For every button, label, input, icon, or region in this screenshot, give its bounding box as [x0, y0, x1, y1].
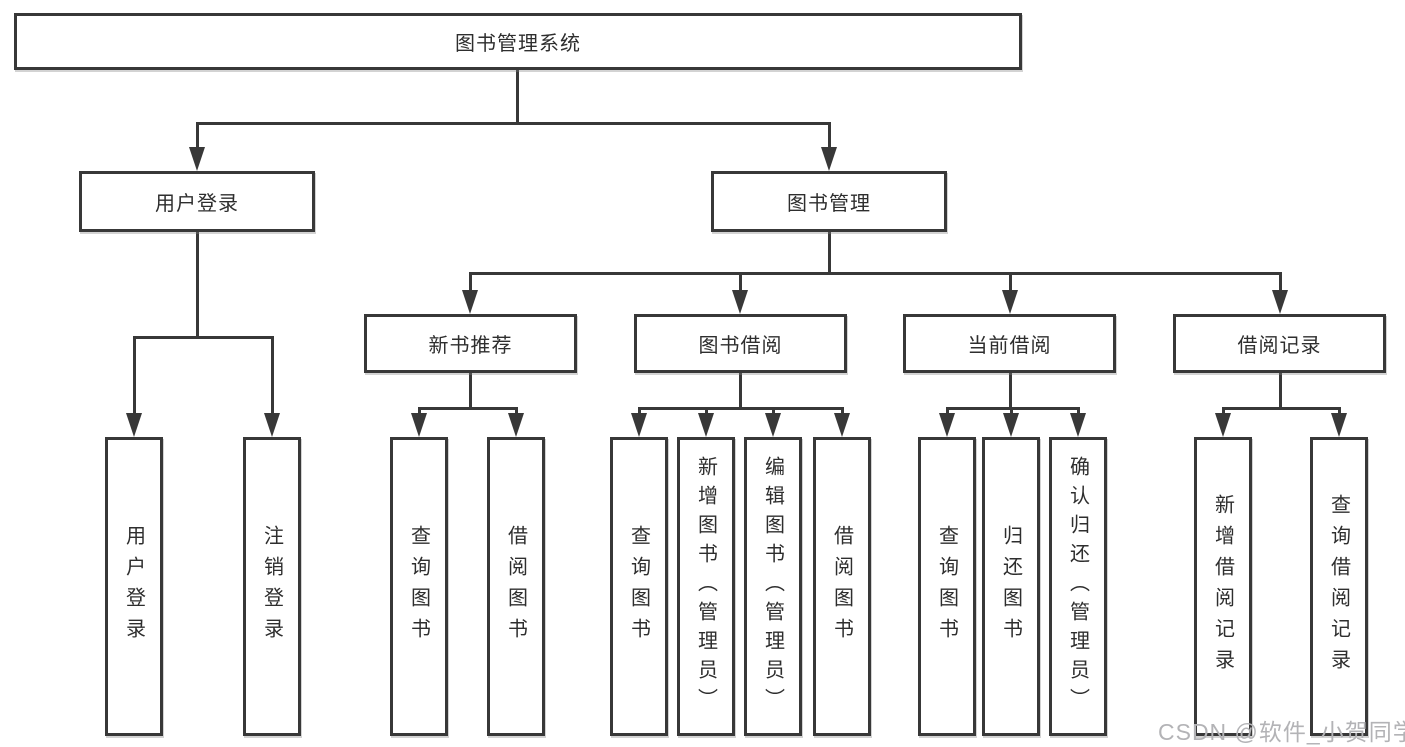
connector-line	[196, 122, 831, 125]
node-borrow-records: 借阅记录	[1173, 314, 1386, 373]
connector-line	[638, 407, 641, 417]
connector-line	[705, 407, 708, 417]
leaf-add-book-admin-label: 新增图书（管理员）	[694, 456, 717, 717]
connector-line	[841, 407, 844, 417]
node-book-borrow-label: 图书借阅	[698, 335, 783, 357]
connector-line	[1222, 407, 1225, 417]
connector-line	[469, 272, 472, 292]
leaf-borrow-borrow-book: 借阅图书	[813, 437, 871, 736]
leaf-query-borrow-record-label: 查询借阅记录	[1327, 493, 1350, 680]
leaf-query-borrow-record: 查询借阅记录	[1310, 437, 1368, 736]
connector-line	[772, 407, 775, 417]
arrowhead-down-icon	[1331, 413, 1347, 437]
connector-line	[1222, 407, 1340, 410]
connector-line	[196, 122, 199, 150]
connector-line	[946, 407, 1080, 410]
leaf-current-query-book-label: 查询图书	[935, 524, 958, 649]
node-book-management-label: 图书管理	[787, 193, 871, 215]
connector-line	[739, 373, 742, 409]
connector-line	[1279, 272, 1282, 292]
connector-line	[828, 232, 831, 274]
leaf-user-login-label: 用户登录	[122, 524, 145, 649]
arrowhead-down-icon	[1002, 290, 1018, 314]
connector-line	[946, 407, 949, 417]
arrowhead-down-icon	[1272, 290, 1288, 314]
connector-line	[196, 232, 199, 336]
connector-line	[133, 336, 274, 339]
connector-line	[418, 407, 518, 410]
csdn-watermark: CSDN @软件_小贺同学	[1158, 719, 1405, 745]
leaf-return-book: 归还图书	[982, 437, 1040, 736]
leaf-confirm-return-admin-label: 确认归还（管理员）	[1066, 456, 1089, 717]
arrowhead-down-icon	[411, 413, 427, 437]
leaf-edit-book-admin-label: 编辑图书（管理员）	[761, 456, 784, 717]
connector-line	[1338, 407, 1341, 417]
leaf-recommend-borrow-book: 借阅图书	[487, 437, 545, 736]
arrowhead-down-icon	[1070, 413, 1086, 437]
connector-line	[1009, 373, 1012, 409]
node-book-management: 图书管理	[711, 171, 947, 232]
leaf-confirm-return-admin: 确认归还（管理员）	[1049, 437, 1107, 736]
connector-line	[828, 122, 831, 150]
connector-line	[469, 272, 1281, 275]
connector-line	[1279, 373, 1282, 409]
arrowhead-down-icon	[698, 413, 714, 437]
connector-line	[1010, 407, 1013, 417]
arrowhead-down-icon	[126, 413, 142, 437]
leaf-current-query-book: 查询图书	[918, 437, 976, 736]
leaf-recommend-query-book: 查询图书	[390, 437, 448, 736]
arrowhead-down-icon	[821, 147, 837, 171]
node-borrow-records-label: 借阅记录	[1237, 335, 1322, 357]
leaf-add-book-admin: 新增图书（管理员）	[677, 437, 735, 736]
leaf-return-book-label: 归还图书	[999, 524, 1022, 649]
connector-line	[469, 373, 472, 409]
leaf-logout-label: 注销登录	[260, 524, 283, 649]
leaf-recommend-borrow-book-label: 借阅图书	[504, 524, 527, 649]
connector-line	[515, 407, 518, 417]
arrowhead-down-icon	[1215, 413, 1231, 437]
node-new-book-recommend: 新书推荐	[364, 314, 577, 373]
node-user-login-label: 用户登录	[155, 193, 239, 215]
arrowhead-down-icon	[631, 413, 647, 437]
leaf-borrow-query-book: 查询图书	[610, 437, 668, 736]
arrowhead-down-icon	[462, 290, 478, 314]
arrowhead-down-icon	[834, 413, 850, 437]
arrowhead-down-icon	[1003, 413, 1019, 437]
node-current-borrow: 当前借阅	[903, 314, 1116, 373]
leaf-edit-book-admin: 编辑图书（管理员）	[744, 437, 802, 736]
connector-line	[638, 407, 844, 410]
node-root: 图书管理系统	[14, 13, 1022, 70]
connector-line	[739, 272, 742, 292]
connector-line	[418, 407, 421, 417]
arrowhead-down-icon	[732, 290, 748, 314]
node-new-book-recommend-label: 新书推荐	[428, 335, 513, 357]
arrowhead-down-icon	[264, 413, 280, 437]
node-current-borrow-label: 当前借阅	[967, 335, 1052, 357]
arrowhead-down-icon	[765, 413, 781, 437]
leaf-add-borrow-record-label: 新增借阅记录	[1211, 493, 1234, 680]
connector-line	[1009, 272, 1012, 292]
node-user-login: 用户登录	[79, 171, 315, 232]
arrowhead-down-icon	[508, 413, 524, 437]
leaf-recommend-query-book-label: 查询图书	[407, 524, 430, 649]
leaf-user-login: 用户登录	[105, 437, 163, 736]
leaf-add-borrow-record: 新增借阅记录	[1194, 437, 1252, 736]
connector-line	[1077, 407, 1080, 417]
leaf-logout: 注销登录	[243, 437, 301, 736]
connector-line	[271, 336, 274, 416]
connector-line	[516, 70, 519, 122]
arrowhead-down-icon	[189, 147, 205, 171]
leaf-borrow-query-book-label: 查询图书	[627, 524, 650, 649]
node-root-label: 图书管理系统	[455, 33, 581, 55]
arrowhead-down-icon	[939, 413, 955, 437]
leaf-borrow-borrow-book-label: 借阅图书	[830, 524, 853, 649]
node-book-borrow: 图书借阅	[634, 314, 847, 373]
connector-line	[133, 336, 136, 416]
